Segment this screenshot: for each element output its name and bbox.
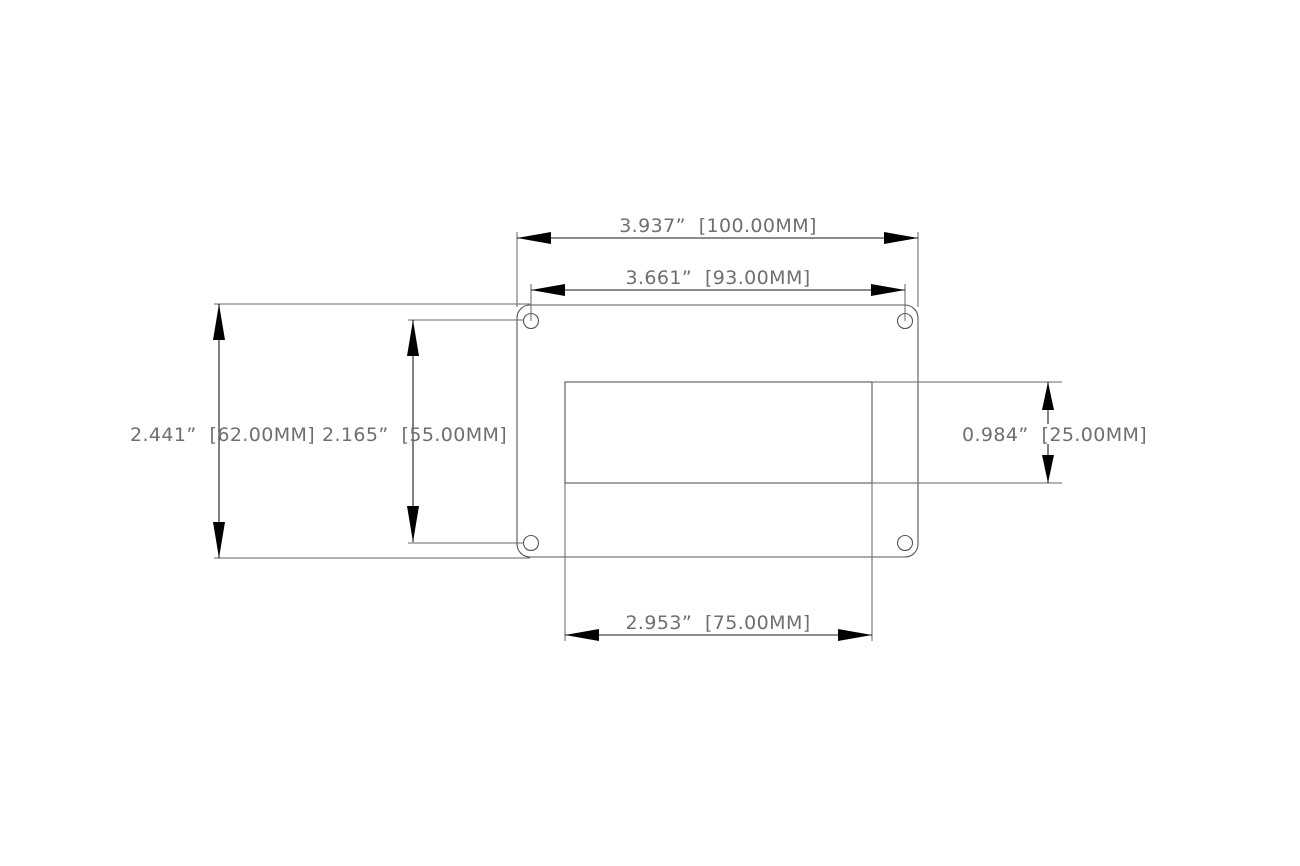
dimension-cutout-height: 0.984” [25.00MM] [962, 382, 1147, 483]
mounting-hole-bottom-left [522, 534, 540, 552]
arrow-head-right [884, 232, 918, 244]
rectangular-cutout [564, 381, 873, 484]
arrow-head-left [531, 284, 565, 296]
arrow-head-bottom [407, 506, 419, 542]
dim-label-hole-spacing-width: 3.661” [93.00MM] [625, 267, 810, 289]
part-geometry [516, 304, 919, 558]
dim-label-cutout-width: 2.953” [75.00MM] [625, 612, 810, 634]
arrow-head-top [1042, 382, 1054, 410]
dimension-hole-spacing-height: 2.165” [55.00MM] [322, 320, 507, 542]
dimension-overall-width: 3.937” [100.00MM] [517, 215, 918, 244]
arrow-head-left [565, 629, 599, 641]
arrow-head-bottom [213, 522, 225, 558]
mounting-hole-bottom-right [896, 534, 914, 552]
arrow-head-right [838, 629, 872, 641]
dimension-cutout-width: 2.953” [75.00MM] [565, 612, 872, 641]
dim-label-overall-width: 3.937” [100.00MM] [619, 215, 817, 237]
dim-label-cutout-height: 0.984” [25.00MM] [962, 424, 1147, 446]
arrow-head-bottom [1042, 455, 1054, 483]
dim-label-hole-spacing-height: 2.165” [55.00MM] [322, 424, 507, 446]
dimension-hole-spacing-width: 3.661” [93.00MM] [531, 267, 905, 296]
arrow-head-left [517, 232, 551, 244]
arrow-head-right [871, 284, 905, 296]
dimension-overall-height: 2.441” [62.00MM] [130, 304, 315, 558]
dim-label-overall-height: 2.441” [62.00MM] [130, 424, 315, 446]
mounting-plate-outline [516, 304, 919, 558]
arrow-head-top [213, 304, 225, 340]
extension-lines [214, 232, 1062, 641]
arrow-head-top [407, 320, 419, 356]
